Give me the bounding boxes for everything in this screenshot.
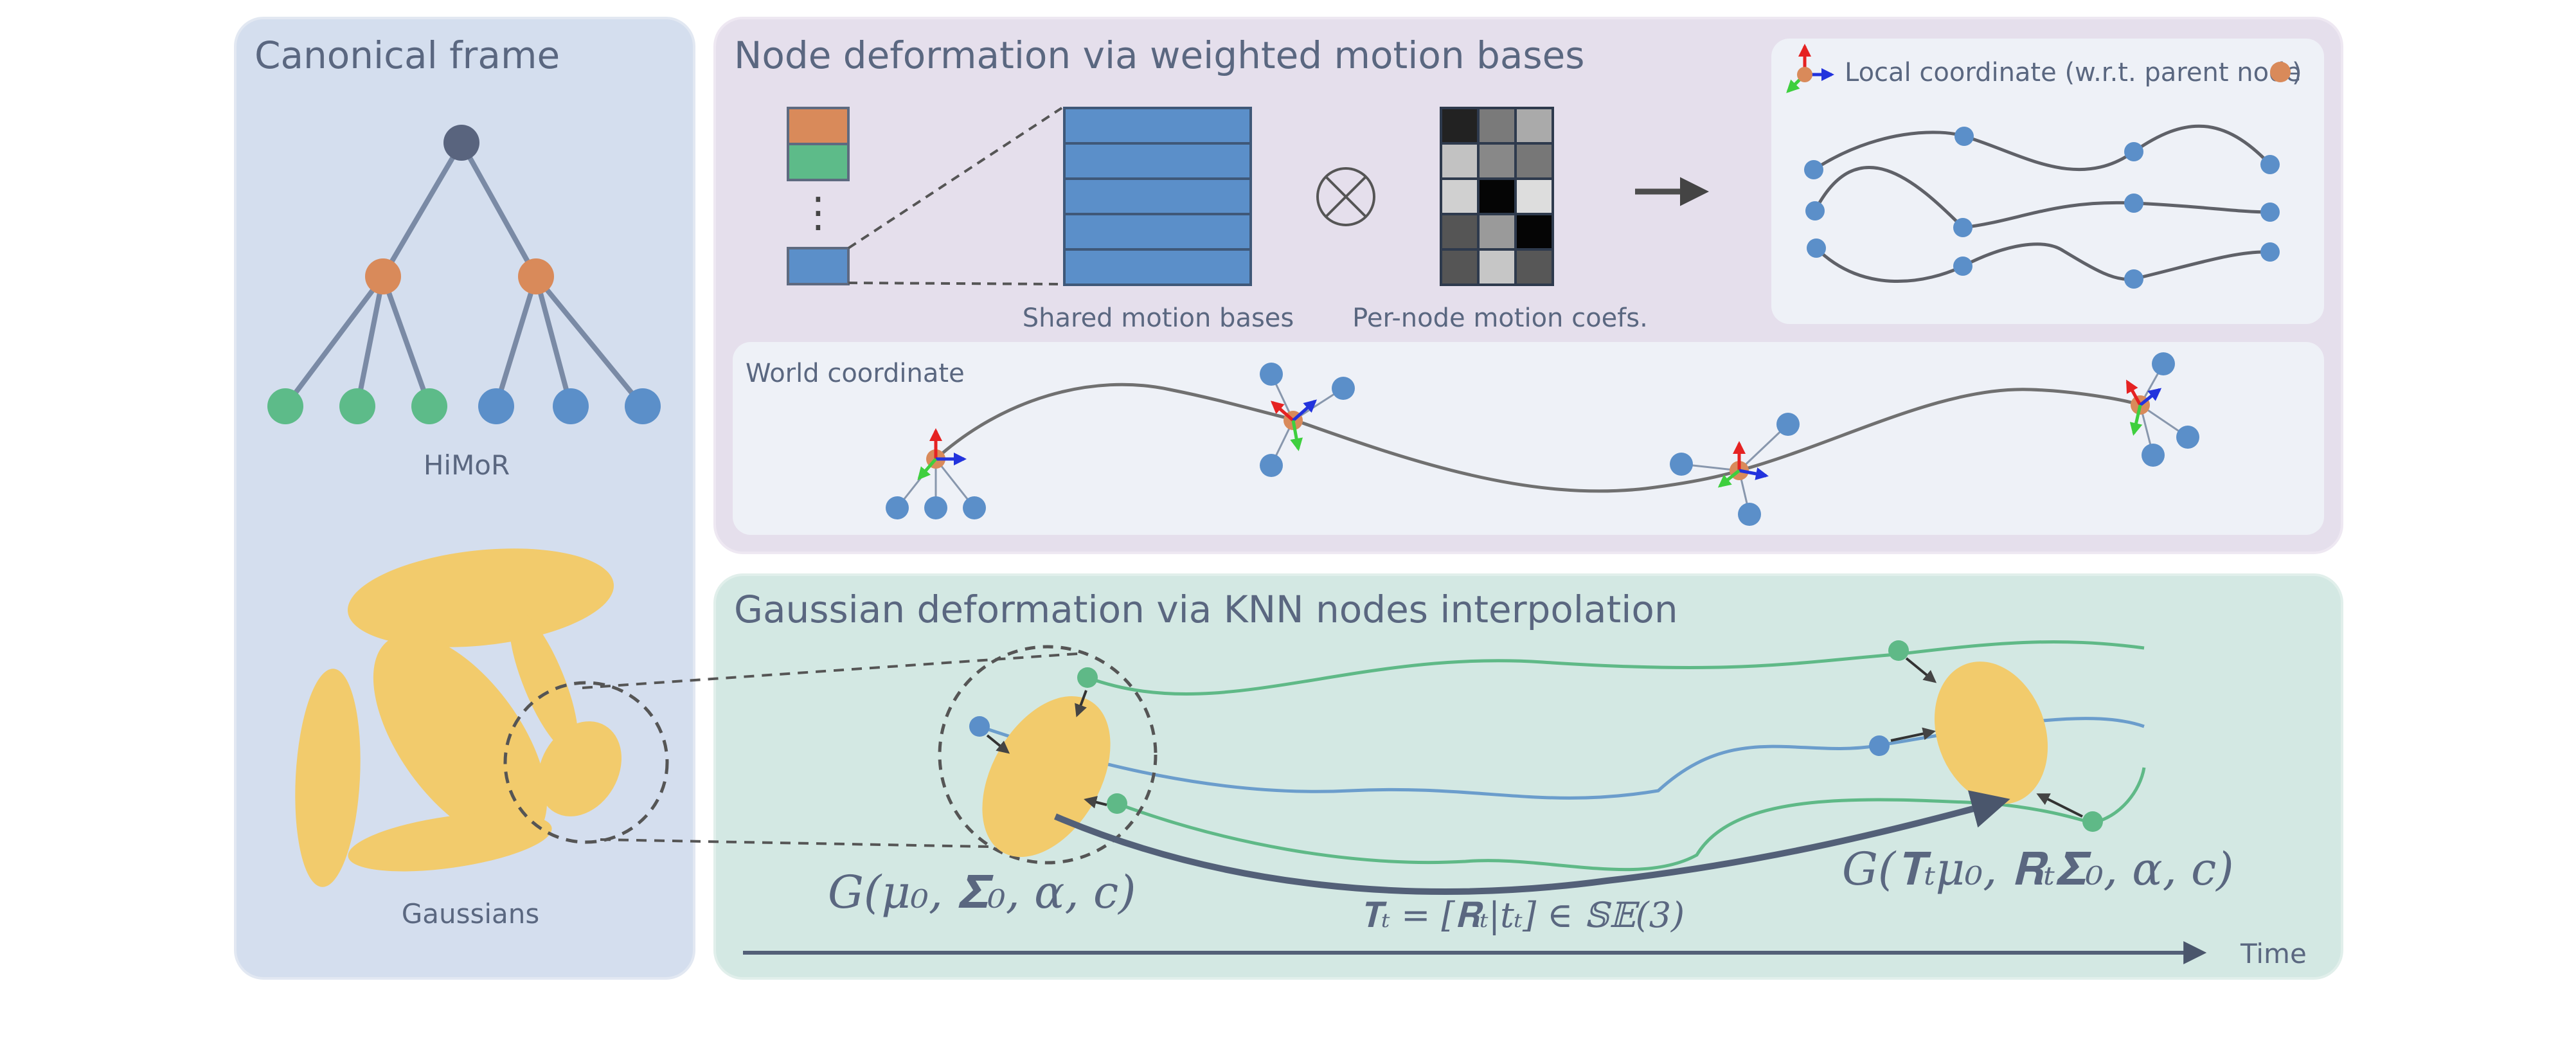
coef-cell <box>1514 107 1554 145</box>
time-label: Time <box>2240 938 2307 969</box>
local-curve <box>1815 242 2271 284</box>
gaussian-deformation-title: Gaussian deformation via KNN nodes inter… <box>734 588 1678 631</box>
gaussian-cluster <box>295 548 622 887</box>
start-gaussian <box>982 696 1111 858</box>
coef-cell <box>1514 177 1554 215</box>
zoom-connector <box>582 652 1087 689</box>
tree-leaf-node <box>339 388 375 424</box>
tree-edge <box>533 274 645 409</box>
gaussian-ellipse <box>509 610 578 753</box>
tree-edge <box>533 274 573 409</box>
tree-edge <box>494 274 539 409</box>
gaussian-ellipse <box>538 721 622 816</box>
coef-cell <box>1477 142 1517 180</box>
tree-edge <box>380 140 464 279</box>
world-frame-3 <box>1670 413 1800 526</box>
tree-mid-node <box>365 258 401 294</box>
formula-deformed-gaussian: G(𝐓ₜμ₀, 𝐑ₜ𝚺₀, α, c) <box>1842 843 2234 896</box>
tree-leaf-node <box>267 388 303 424</box>
otimes-symbol <box>1316 167 1375 226</box>
coef-cell <box>1514 142 1554 180</box>
shared-motion-bases <box>1063 107 1252 286</box>
tree-leaf-node <box>553 388 589 424</box>
world-trajectory <box>935 382 2141 493</box>
coef-cell <box>1477 177 1517 215</box>
world-coordinate-label: World coordinate <box>746 359 965 388</box>
gaussian-ellipse <box>295 669 361 887</box>
canonical-frame-panel: Canonical frame HiMoR <box>234 17 695 980</box>
tree-edge <box>459 140 539 279</box>
per-node-coef-matrix <box>1440 107 1554 286</box>
latent-block-blue <box>787 247 850 285</box>
zoom-circle <box>503 681 669 844</box>
basis-row <box>1063 142 1252 180</box>
coef-cell <box>1477 107 1517 145</box>
tree-edge <box>380 274 432 409</box>
gaussians-label: Gaussians <box>402 898 540 930</box>
himor-label: HiMoR <box>424 449 510 481</box>
traj-green-top <box>1087 640 2145 696</box>
local-coordinate-panel <box>1771 39 2324 324</box>
local-trajectories <box>1812 124 2271 284</box>
world-frame-1 <box>886 428 986 519</box>
gaussian-deformation-panel: Gaussian deformation via KNN nodes inter… <box>582 573 2343 980</box>
local-axes-icon <box>1786 44 1834 93</box>
knn-circle <box>938 645 1158 865</box>
local-coordinate-label: Local coordinate (w.r.t. parent node <box>1845 58 2301 87</box>
tree-root-node <box>443 125 479 161</box>
tree-leaf-node <box>625 388 661 424</box>
basis-row <box>1063 213 1252 251</box>
node-deformation-title: Node deformation via weighted motion bas… <box>734 33 1585 77</box>
tree-edge <box>283 274 386 409</box>
node-deformation-panel: Node deformation via weighted motion bas… <box>713 17 2343 554</box>
coef-label: Per-node motion coefs. <box>1352 303 1648 333</box>
gaussian-ellipse <box>373 634 548 845</box>
world-frame-4 <box>2125 352 2199 467</box>
basis-row <box>1063 177 1252 215</box>
coef-cell <box>1514 213 1554 251</box>
shared-bases-label: Shared motion bases <box>1023 303 1294 333</box>
transform-formula: 𝐓ₜ = [𝐑ₜ|tₜ] ∈ 𝕊𝔼(3) <box>1359 895 1685 935</box>
coef-cell <box>1440 142 1480 180</box>
tree-leaf-node <box>411 388 447 424</box>
transform-arrow <box>1054 790 2010 895</box>
coef-cell <box>1440 107 1480 145</box>
coef-cell <box>1440 177 1480 215</box>
knn-node <box>1888 640 1909 661</box>
coef-cell <box>1477 213 1517 251</box>
basis-row <box>1063 248 1252 286</box>
world-coordinate-panel <box>733 342 2324 535</box>
coef-cell <box>1440 213 1480 251</box>
local-nodes <box>1804 127 2280 289</box>
zoom-line <box>847 107 1063 249</box>
local-curve <box>1813 166 2271 230</box>
coef-cell <box>1514 248 1554 286</box>
vertical-dots: ⋮ <box>798 189 839 237</box>
tree-mid-node <box>518 258 554 294</box>
tree-leaf-node <box>478 388 514 424</box>
knn-node <box>1869 735 1890 756</box>
tree-edge <box>355 274 386 409</box>
world-frame-2 <box>1260 363 1355 477</box>
end-gaussian <box>1934 662 2048 804</box>
formula-initial-gaussian: G(μ₀, 𝚺₀, α, c) <box>828 866 1136 919</box>
knn-node <box>1077 667 1098 688</box>
coef-cell <box>1477 248 1517 286</box>
himor-tree <box>283 140 645 409</box>
knn-node <box>1107 793 1127 814</box>
latent-block-green <box>787 143 850 181</box>
gaussian-ellipse <box>347 548 614 647</box>
canonical-frame-title: Canonical frame <box>255 33 560 77</box>
parent-node-icon <box>2270 62 2291 82</box>
knn-node <box>969 716 990 737</box>
gaussian-ellipse <box>348 813 552 872</box>
local-label-close: ) <box>2292 58 2302 87</box>
coef-cell <box>1440 248 1480 286</box>
knn-node <box>2082 811 2103 832</box>
zoom-line <box>848 282 1062 285</box>
latent-block-orange <box>787 107 850 145</box>
local-curve <box>1812 124 2271 172</box>
basis-row <box>1063 107 1252 145</box>
